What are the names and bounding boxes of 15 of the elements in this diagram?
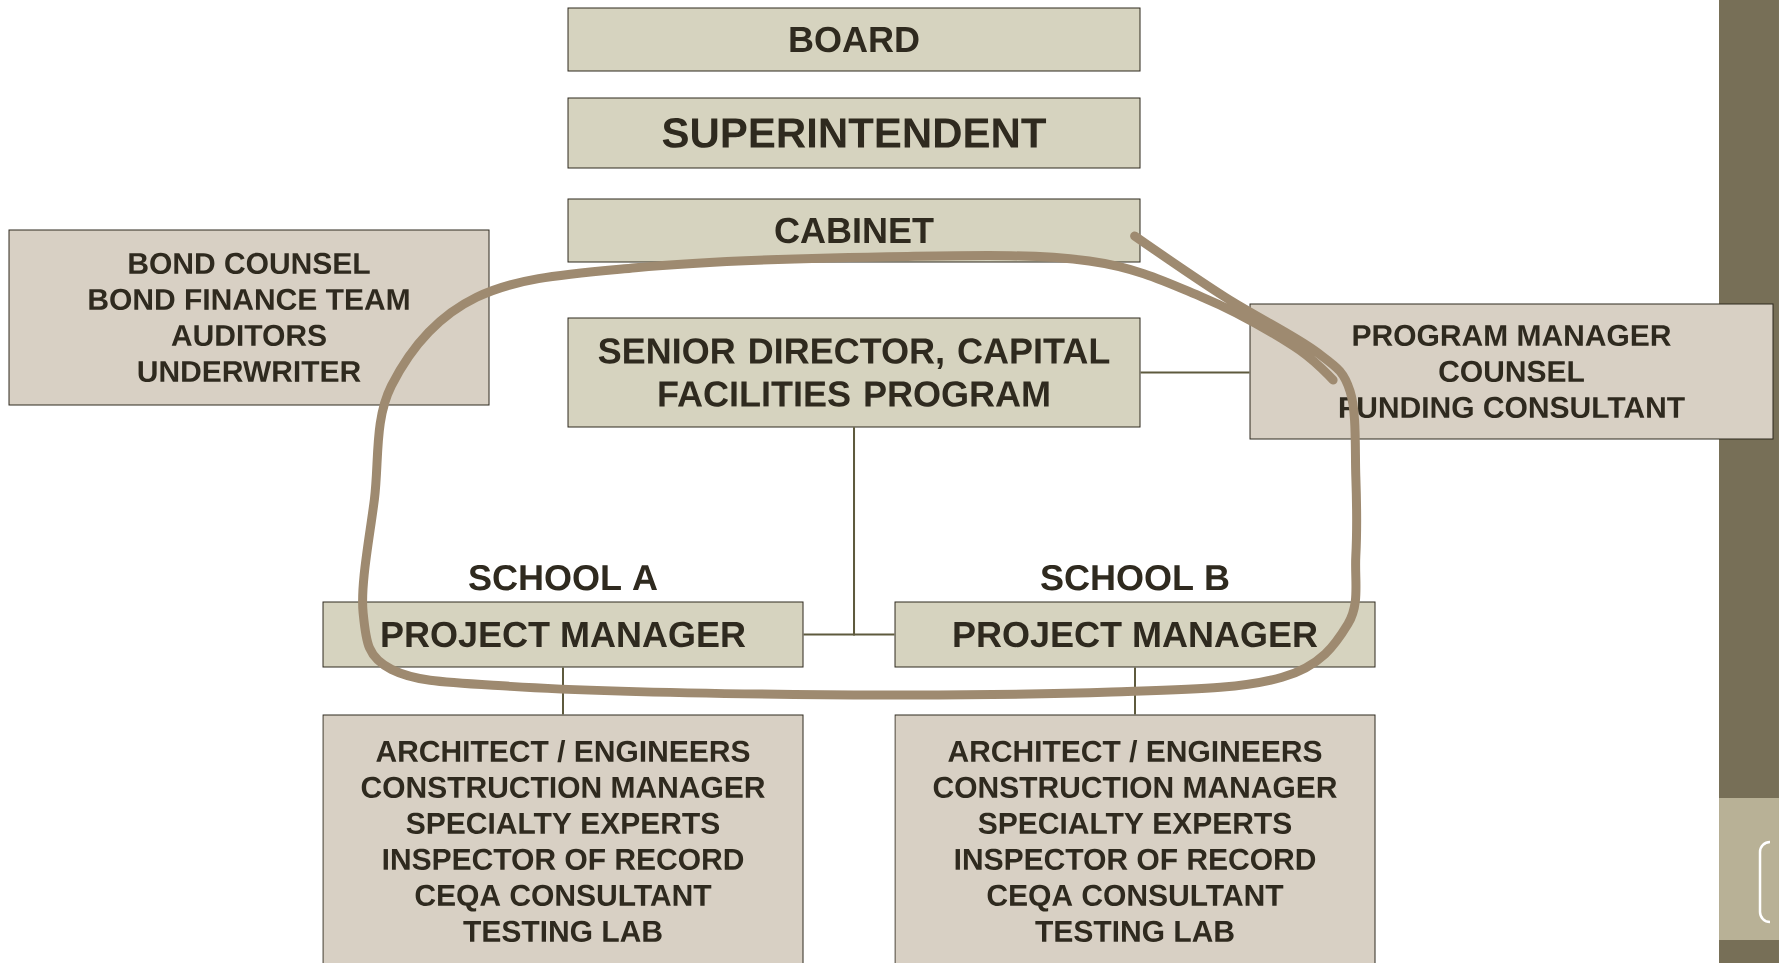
heading: SCHOOL B bbox=[1041, 565, 1229, 591]
org-box: BOARD bbox=[567, 7, 1141, 72]
org-box: CABINET bbox=[567, 198, 1141, 263]
org-box: SENIOR DIRECTOR, CAPITAL FACILITIES PROGRAM bbox=[567, 317, 1141, 428]
org-box: PROJECT MANAGER bbox=[322, 601, 804, 668]
org-box: SUPERINTENDENT bbox=[567, 97, 1141, 169]
heading: SCHOOL A bbox=[469, 565, 658, 591]
org-box: ARCHITECT / ENGINEERS CONSTRUCTION MANAGER SPECIALTY EXPERTS INSPECTOR OF RECORD CEQA CONSULTANT TESTING LAB bbox=[894, 714, 1376, 963]
org-box: BOND COUNSEL BOND FINANCE TEAM AUDITORS UNDERWRITER bbox=[8, 229, 490, 406]
connector-line bbox=[1134, 666, 1136, 716]
org-box: ARCHITECT / ENGINEERS CONSTRUCTION MANAGER SPECIALTY EXPERTS INSPECTOR OF RECORD CEQA CONSULTANT TESTING LAB bbox=[322, 714, 804, 963]
connector-line bbox=[1139, 371, 1251, 374]
connector-line bbox=[853, 426, 896, 636]
org-box: PROJECT MANAGER bbox=[894, 601, 1376, 668]
org-box: PROGRAM MANAGER COUNSEL FUNDING CONSULTANT bbox=[1249, 303, 1774, 440]
